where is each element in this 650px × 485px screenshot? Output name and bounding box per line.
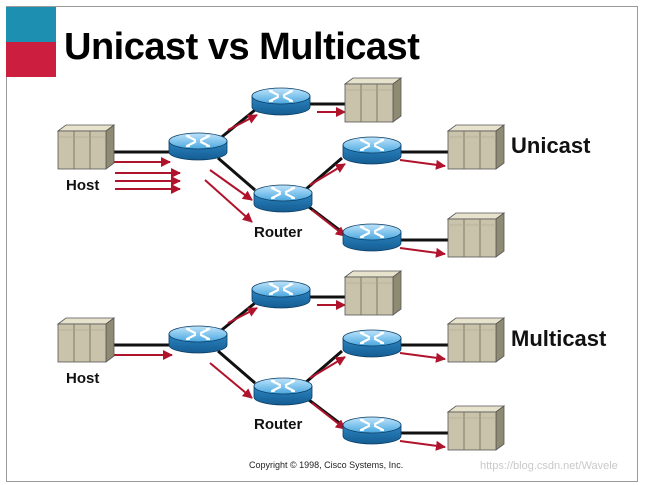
multicast-flow-arrows (110, 300, 446, 451)
unicast-links (108, 102, 450, 242)
multicast-section (57, 270, 505, 451)
unicast-flow-arrows (110, 107, 446, 258)
server-icon (57, 317, 115, 363)
server-icon (447, 124, 505, 170)
slide-title: Unicast vs Multicast (64, 26, 420, 68)
teal-accent-square (6, 7, 56, 42)
slide-frame (6, 6, 638, 482)
router-icon (341, 135, 403, 166)
router-icon (167, 324, 229, 355)
host-label: Host (66, 177, 100, 194)
server-icon (344, 77, 402, 123)
server-icon (57, 124, 115, 170)
server-icon (447, 212, 505, 258)
router-icon (250, 279, 312, 310)
unicast-section (57, 77, 505, 258)
host-label: Host (66, 370, 100, 387)
router-icon (341, 415, 403, 446)
router-icon (167, 131, 229, 162)
router-label: Router (254, 224, 303, 241)
router-icon (252, 183, 314, 214)
router-icon (250, 86, 312, 117)
unicast-label: Unicast (511, 133, 591, 158)
multicast-label: Multicast (511, 326, 607, 351)
router-icon (341, 222, 403, 253)
server-icon (344, 270, 402, 316)
router-icon (341, 328, 403, 359)
multicast-links (108, 295, 450, 435)
watermark-text: https://blog.csdn.net/Wavele (480, 460, 618, 472)
server-icon (447, 317, 505, 363)
server-icon (447, 405, 505, 451)
red-accent-square (6, 42, 56, 77)
router-label: Router (254, 416, 303, 433)
router-icon (252, 376, 314, 407)
copyright-text: Copyright © 1998, Cisco Systems, Inc. (249, 460, 404, 470)
